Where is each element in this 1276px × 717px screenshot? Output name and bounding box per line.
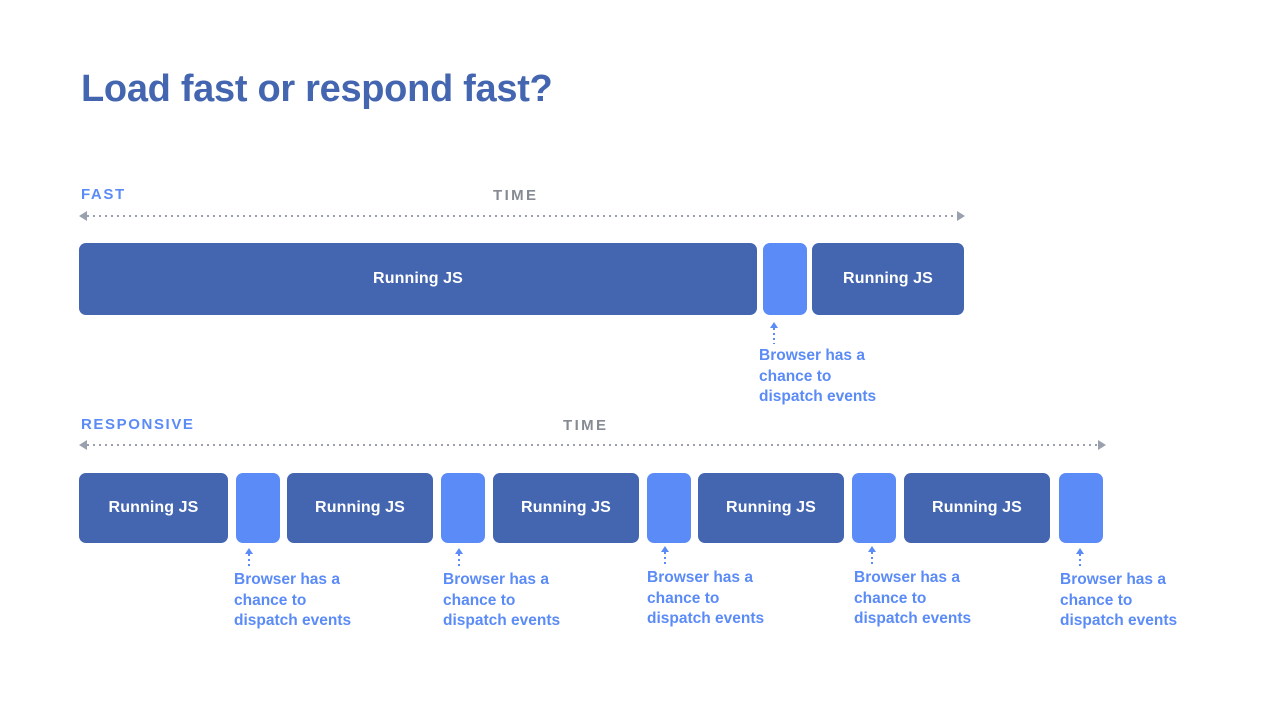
time-axis-responsive	[79, 440, 1106, 450]
timeline-block-running-js[interactable]: Running JS	[493, 473, 639, 543]
annotation-text: Browser has a chance to dispatch events	[759, 347, 877, 405]
timeline-block-running-js[interactable]: Running JS	[79, 473, 228, 543]
annotation-text: Browser has a chance to dispatch events	[854, 569, 972, 627]
block-label: Running JS	[315, 499, 405, 516]
timeline-block-gap[interactable]	[236, 473, 280, 543]
annotation-arrow-up-icon	[868, 546, 876, 552]
timeline-block-running-js[interactable]: Running JS	[698, 473, 844, 543]
block-label: Running JS	[521, 499, 611, 516]
timeline-block-running-js[interactable]: Running JS	[812, 243, 964, 315]
axis-arrow-right-icon	[1098, 440, 1106, 450]
timeline-block-gap[interactable]	[441, 473, 485, 543]
timeline-block-gap[interactable]	[1059, 473, 1103, 543]
axis-title-fast: FAST	[81, 186, 126, 203]
annotation-arrow-up-icon	[661, 546, 669, 552]
timeline-block-running-js[interactable]: Running JS	[904, 473, 1050, 543]
annotation-stem	[1079, 554, 1081, 568]
page-title: Load fast or respond fast?	[81, 68, 553, 110]
block-label: Running JS	[932, 499, 1022, 516]
block-label: Running JS	[726, 499, 816, 516]
annotation-stem	[248, 554, 250, 568]
axis-arrow-left-icon	[79, 440, 87, 450]
block-label: Running JS	[843, 270, 933, 287]
timeline-block-gap[interactable]	[852, 473, 896, 543]
block-label: Running JS	[108, 499, 199, 516]
timeline-block-gap[interactable]	[647, 473, 691, 543]
axis-arrow-left-icon	[79, 211, 87, 221]
annotation-text: Browser has a chance to dispatch events	[647, 569, 765, 627]
annotation-text: Browser has a chance to dispatch events	[234, 571, 352, 629]
annotation-arrow-up-icon	[1076, 548, 1084, 554]
axis-arrow-right-icon	[957, 211, 965, 221]
timeline-block-running-js[interactable]: Running JS	[79, 243, 757, 315]
axis-time-label-fast: TIME	[493, 187, 539, 204]
axis-dotted-line	[87, 444, 1098, 446]
block-label: Running JS	[373, 270, 463, 287]
annotation-arrow-up-icon	[770, 322, 778, 328]
annotation-stem	[664, 552, 666, 566]
timeline-block-gap[interactable]	[763, 243, 807, 315]
annotation-arrow-up-icon	[455, 548, 463, 554]
axis-title-responsive: RESPONSIVE	[81, 416, 195, 433]
annotation-arrow-up-icon	[245, 548, 253, 554]
annotation-stem	[458, 554, 460, 568]
annotation-text: Browser has a chance to dispatch events	[443, 571, 561, 629]
timeline-block-running-js[interactable]: Running JS	[287, 473, 433, 543]
time-axis-fast	[79, 211, 965, 221]
annotation-text: Browser has a chance to dispatch events	[1060, 571, 1178, 629]
annotation-stem	[871, 552, 873, 566]
axis-time-label-responsive: TIME	[563, 417, 609, 434]
axis-dotted-line	[87, 215, 957, 217]
annotation-stem	[773, 328, 775, 344]
